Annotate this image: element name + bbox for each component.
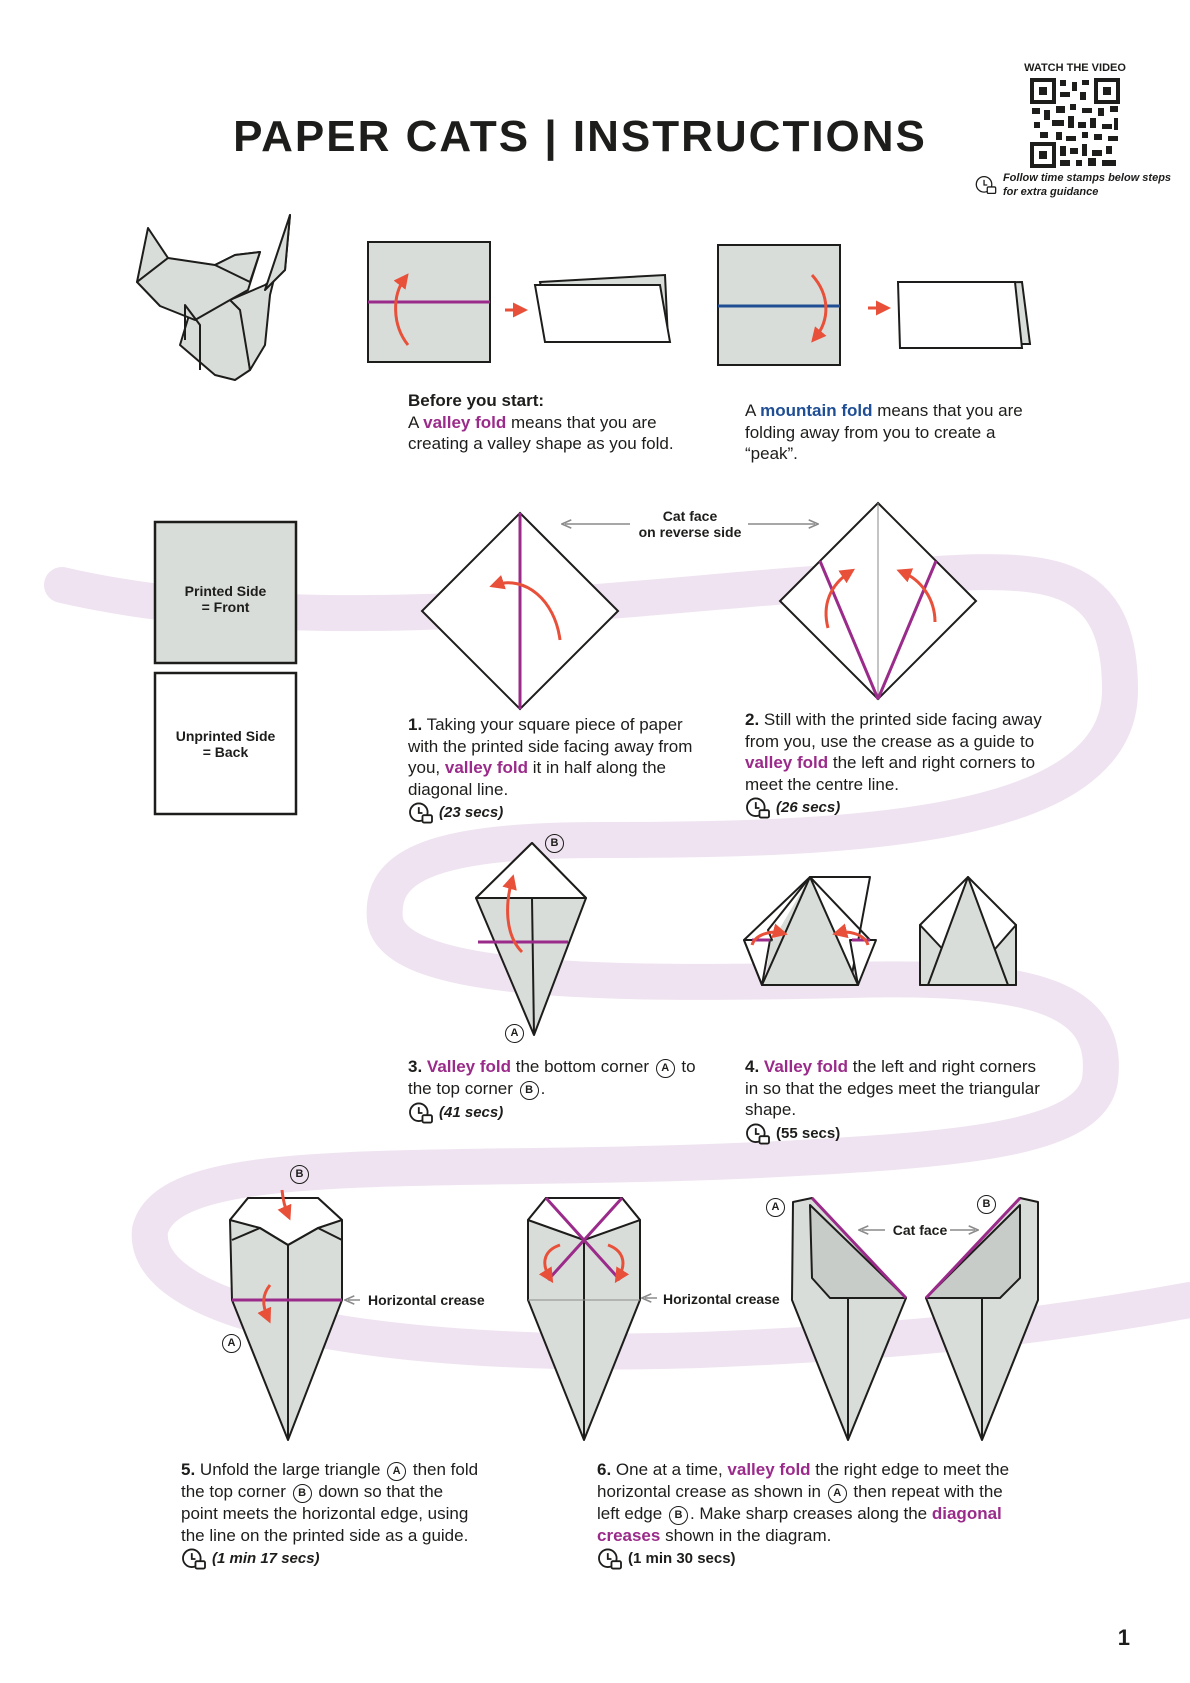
step-1-time: (23 secs) (408, 802, 708, 824)
marker-a: A (766, 1198, 785, 1217)
marker-b: B (545, 834, 564, 853)
mountain-fold-demo (717, 244, 1032, 366)
printed-side-label: Printed Side= Front (184, 583, 267, 615)
step6-diagram (527, 1196, 641, 1441)
page-title: PAPER CATS | INSTRUCTIONS (233, 112, 927, 161)
intro-valley: Before you start: A valley fold means th… (408, 391, 674, 453)
step-2-time: (26 secs) (745, 797, 1055, 819)
step2-diagram (778, 501, 978, 701)
step-4-time: (55 secs) (745, 1123, 1045, 1145)
marker-a: A (505, 1024, 524, 1043)
unprinted-side-square (153, 671, 298, 816)
step-6-time: (1 min 30 secs) (597, 1548, 1027, 1570)
clock-icon (975, 175, 997, 195)
clock-icon (182, 1548, 206, 1570)
clock-icon (746, 797, 770, 819)
mountain-fold-term: mountain fold (760, 401, 873, 420)
printed-side-square (153, 520, 298, 665)
watch-video-heading: WATCH THE VIDEO (1024, 62, 1126, 74)
step3-diagram (475, 842, 587, 1036)
clock-icon (409, 802, 433, 824)
unprinted-side-label: Unprinted Side= Back (175, 728, 276, 760)
clock-icon (746, 1123, 770, 1144)
marker-a: A (222, 1334, 241, 1353)
step-3-time: (41 secs) (408, 1102, 718, 1124)
step5-diagram (229, 1189, 343, 1441)
step4-diagram (743, 876, 877, 986)
page-number: 1 (1117, 1625, 1130, 1650)
intro-mountain: A mountain fold means that you are foldi… (745, 401, 1023, 463)
step1-diagram (420, 511, 620, 711)
intro-heading: Before you start: (408, 391, 545, 410)
marker-b: B (977, 1195, 996, 1214)
step-1: 1. Taking your square piece of paper wit… (408, 714, 708, 824)
step6-result-right (924, 1196, 1039, 1441)
qr-code (1030, 78, 1120, 168)
clock-icon (409, 1102, 433, 1124)
valley-fold-demo (367, 241, 672, 363)
horizontal-crease-label: Horizontal crease (368, 1292, 485, 1308)
step-5: 5. Unfold the large triangle A then fold… (181, 1459, 481, 1570)
step-3: 3. Valley fold the bottom corner A to th… (408, 1056, 718, 1124)
cat-face-label: Cat face (892, 1222, 948, 1238)
marker-b: B (290, 1165, 309, 1184)
step-2: 2. Still with the printed side facing aw… (745, 709, 1055, 819)
valley-fold-term: valley fold (423, 412, 507, 432)
step-4: 4. Valley fold the left and right corner… (745, 1056, 1045, 1145)
video-note: Follow time stamps below steps for extra… (975, 170, 1175, 200)
step6-result-left (791, 1196, 908, 1441)
step-6: 6. One at a time, valley fold the right … (597, 1459, 1027, 1570)
step4-result-diagram (919, 876, 1017, 986)
cat-illustration (136, 214, 291, 381)
clock-icon (598, 1548, 622, 1570)
horizontal-crease-label: Horizontal crease (663, 1291, 780, 1307)
step-5-time: (1 min 17 secs) (181, 1548, 481, 1570)
